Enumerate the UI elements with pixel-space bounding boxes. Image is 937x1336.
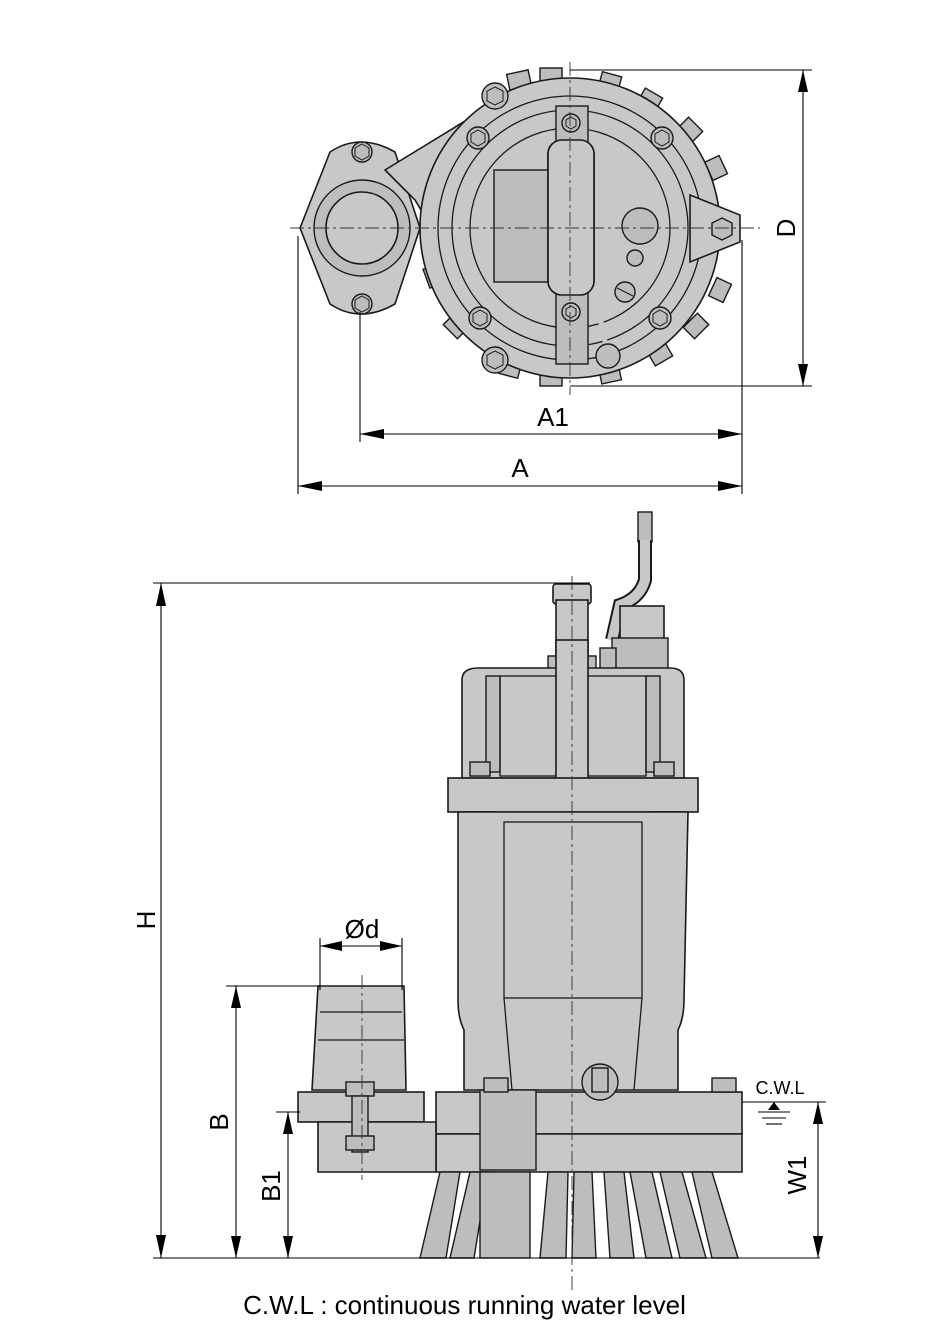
dimension-B: B [204, 985, 320, 1258]
dimension-H: H [131, 582, 820, 1259]
caption-text: C.W.L : continuous running water level [243, 1290, 686, 1320]
caption: C.W.L : continuous running water level [0, 1288, 937, 1336]
dim-A1-label: A1 [537, 402, 569, 432]
dim-B1-label: B1 [256, 1170, 286, 1202]
dimension-B1: B1 [256, 1111, 300, 1258]
pump-side-view [297, 511, 743, 1290]
cwl-label: C.W.L [755, 1078, 804, 1098]
dimension-d: Ød [319, 914, 403, 990]
dimension-A1: A1 [359, 240, 743, 494]
dim-W1-label: W1 [782, 1156, 812, 1195]
dim-D-label: D [771, 219, 801, 238]
dim-B-label: B [204, 1113, 234, 1130]
dim-d-label: Ød [345, 914, 380, 944]
dimension-W1: W1 C.W.L [742, 1078, 826, 1258]
dim-H-label: H [131, 911, 161, 930]
dim-A-label: A [511, 453, 529, 483]
dimension-A: A [297, 236, 742, 494]
pump-top-view [290, 62, 760, 395]
dimension-D: D [570, 69, 812, 387]
housing-bolt-icon [466, 82, 674, 374]
